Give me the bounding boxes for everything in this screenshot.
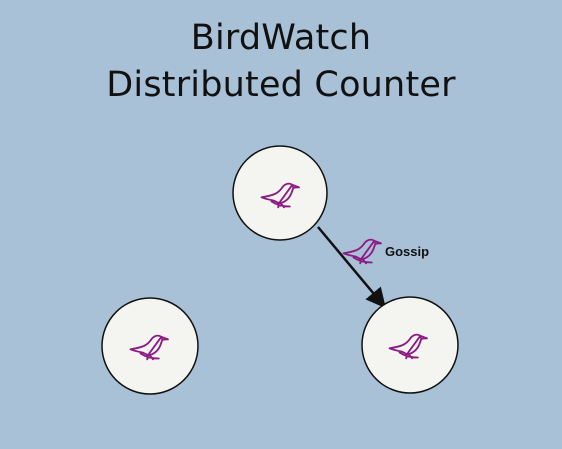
title-line-2: Distributed Counter	[106, 65, 456, 105]
gossip-bird-icon	[342, 238, 382, 265]
gossip-label: Gossip	[385, 244, 430, 259]
title-line-1: BirdWatch	[190, 18, 372, 58]
right-node	[361, 296, 459, 394]
gossip-arrow	[317, 226, 386, 309]
top-node	[232, 145, 328, 241]
left-node	[101, 297, 199, 395]
